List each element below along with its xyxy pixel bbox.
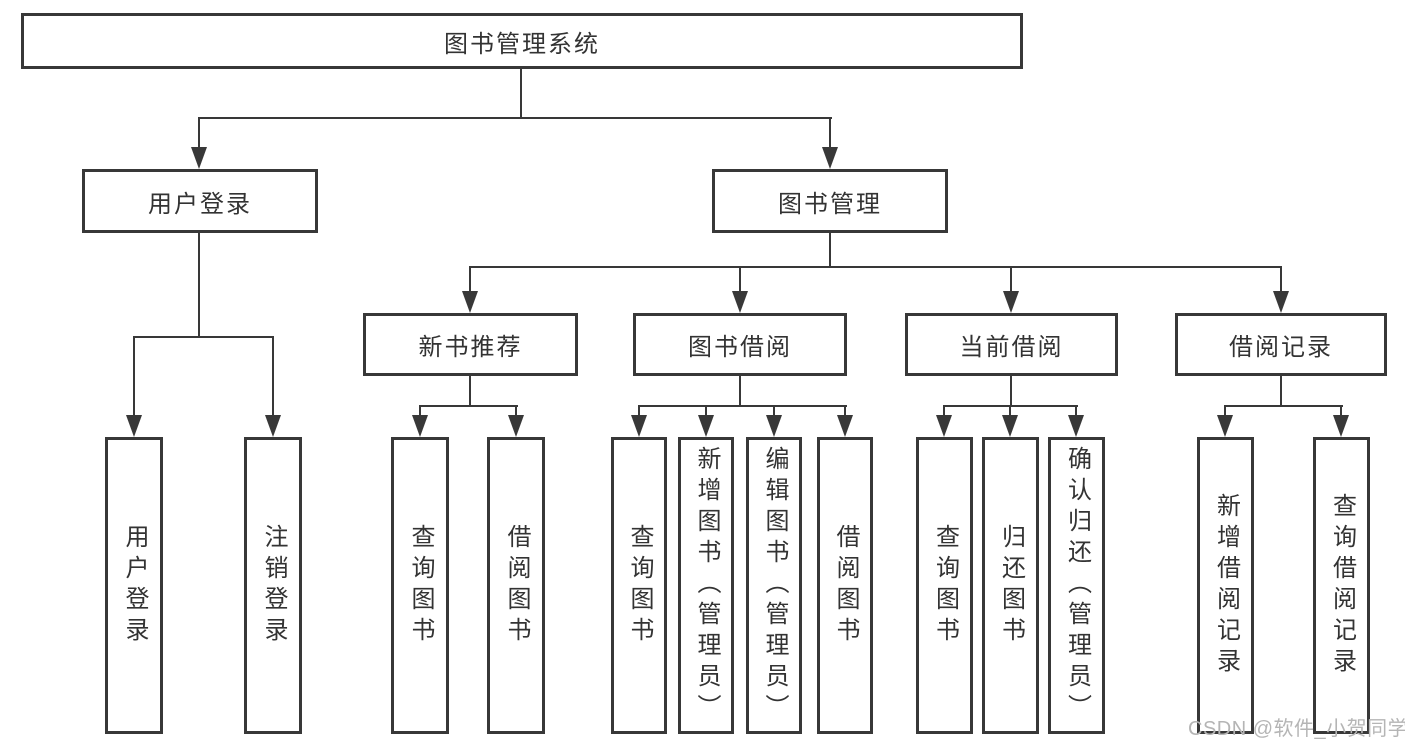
connector-line	[419, 405, 518, 407]
node-current-borrowing: 当前借阅	[905, 313, 1118, 376]
node-book-borrowing: 图书借阅	[633, 313, 847, 376]
node-label: 新增图书（管理员）	[693, 446, 720, 725]
connector-line	[705, 405, 707, 417]
connector-line	[1075, 405, 1077, 417]
node-label: 编辑图书（管理员）	[761, 446, 788, 725]
leaf-query-books: 查询图书	[611, 437, 667, 734]
connector-line	[844, 405, 846, 417]
node-label: 借阅记录	[1229, 334, 1333, 361]
leaf-confirm-return-admin: 确认归还（管理员）	[1048, 437, 1105, 734]
arrowhead-icon	[631, 415, 647, 437]
arrowhead-icon	[1003, 291, 1019, 313]
arrowhead-icon	[698, 415, 714, 437]
node-label: 当前借阅	[959, 334, 1064, 361]
arrowhead-icon	[1217, 415, 1233, 437]
arrowhead-icon	[837, 415, 853, 437]
node-label: 归还图书	[997, 523, 1025, 648]
connector-line	[469, 266, 471, 293]
node-library-system: 图书管理系统	[21, 13, 1023, 69]
leaf-query-books: 查询图书	[916, 437, 973, 734]
connector-line	[469, 376, 471, 407]
connector-line	[1010, 266, 1012, 293]
connector-line	[198, 117, 200, 149]
node-label: 图书管理系统	[444, 30, 600, 58]
connector-line	[198, 117, 832, 119]
connector-line	[1224, 405, 1343, 407]
connector-line	[1224, 405, 1226, 417]
connector-line	[829, 117, 831, 149]
connector-line	[515, 405, 517, 417]
connector-line	[638, 405, 847, 407]
arrowhead-icon	[936, 415, 952, 437]
connector-line	[943, 405, 945, 417]
connector-line	[1340, 405, 1342, 417]
connector-line	[469, 266, 1282, 268]
arrowhead-icon	[766, 415, 782, 437]
node-label: 确认归还（管理员）	[1063, 446, 1091, 725]
node-label: 注销登录	[260, 523, 287, 648]
leaf-query-books: 查询图书	[391, 437, 449, 734]
leaf-borrow-books: 借阅图书	[487, 437, 545, 734]
connector-line	[198, 233, 200, 338]
node-label: 图书借阅	[688, 334, 792, 361]
arrowhead-icon	[1068, 415, 1084, 437]
connector-line	[133, 336, 135, 417]
connector-line	[1010, 376, 1012, 407]
connector-line	[773, 405, 775, 417]
node-book-management: 图书管理	[712, 169, 948, 233]
node-label: 新书推荐	[418, 334, 523, 361]
arrowhead-icon	[462, 291, 478, 313]
node-label: 查询图书	[407, 523, 434, 648]
leaf-return-books: 归还图书	[982, 437, 1039, 734]
node-label: 用户登录	[148, 190, 252, 218]
node-label: 借阅图书	[503, 523, 530, 648]
leaf-edit-books-admin: 编辑图书（管理员）	[746, 437, 802, 734]
connector-line	[272, 336, 274, 417]
connector-line	[1280, 376, 1282, 407]
leaf-add-borrow-record: 新增借阅记录	[1197, 437, 1254, 734]
connector-line	[1280, 266, 1282, 293]
node-label: 借阅图书	[832, 523, 859, 648]
arrowhead-icon	[191, 147, 207, 169]
leaf-logout: 注销登录	[244, 437, 302, 734]
arrowhead-icon	[732, 291, 748, 313]
leaf-add-books-admin: 新增图书（管理员）	[678, 437, 734, 734]
node-label: 用户登录	[121, 523, 148, 648]
node-label: 图书管理	[778, 190, 882, 218]
arrowhead-icon	[1002, 415, 1018, 437]
connector-line	[739, 376, 741, 407]
node-label: 新增借阅记录	[1212, 492, 1240, 679]
node-label: 查询图书	[626, 523, 653, 648]
arrowhead-icon	[1333, 415, 1349, 437]
connector-line	[520, 69, 522, 119]
node-new-book-recommendation: 新书推荐	[363, 313, 578, 376]
connector-line	[638, 405, 640, 417]
node-label: 查询借阅记录	[1328, 492, 1356, 679]
leaf-query-borrow-record: 查询借阅记录	[1313, 437, 1370, 734]
connector-line	[419, 405, 421, 417]
connector-line	[739, 266, 741, 293]
arrowhead-icon	[126, 415, 142, 437]
arrowhead-icon	[412, 415, 428, 437]
leaf-user-login: 用户登录	[105, 437, 163, 734]
watermark: CSDN @软件_小贺同学	[1188, 718, 1405, 740]
node-label: 查询图书	[931, 523, 959, 648]
connector-line	[133, 336, 274, 338]
leaf-borrow-books: 借阅图书	[817, 437, 873, 734]
arrowhead-icon	[822, 147, 838, 169]
connector-line	[1009, 405, 1011, 417]
node-borrowing-records: 借阅记录	[1175, 313, 1387, 376]
arrowhead-icon	[265, 415, 281, 437]
connector-line	[829, 233, 831, 268]
arrowhead-icon	[508, 415, 524, 437]
arrowhead-icon	[1273, 291, 1289, 313]
node-user-login: 用户登录	[82, 169, 318, 233]
